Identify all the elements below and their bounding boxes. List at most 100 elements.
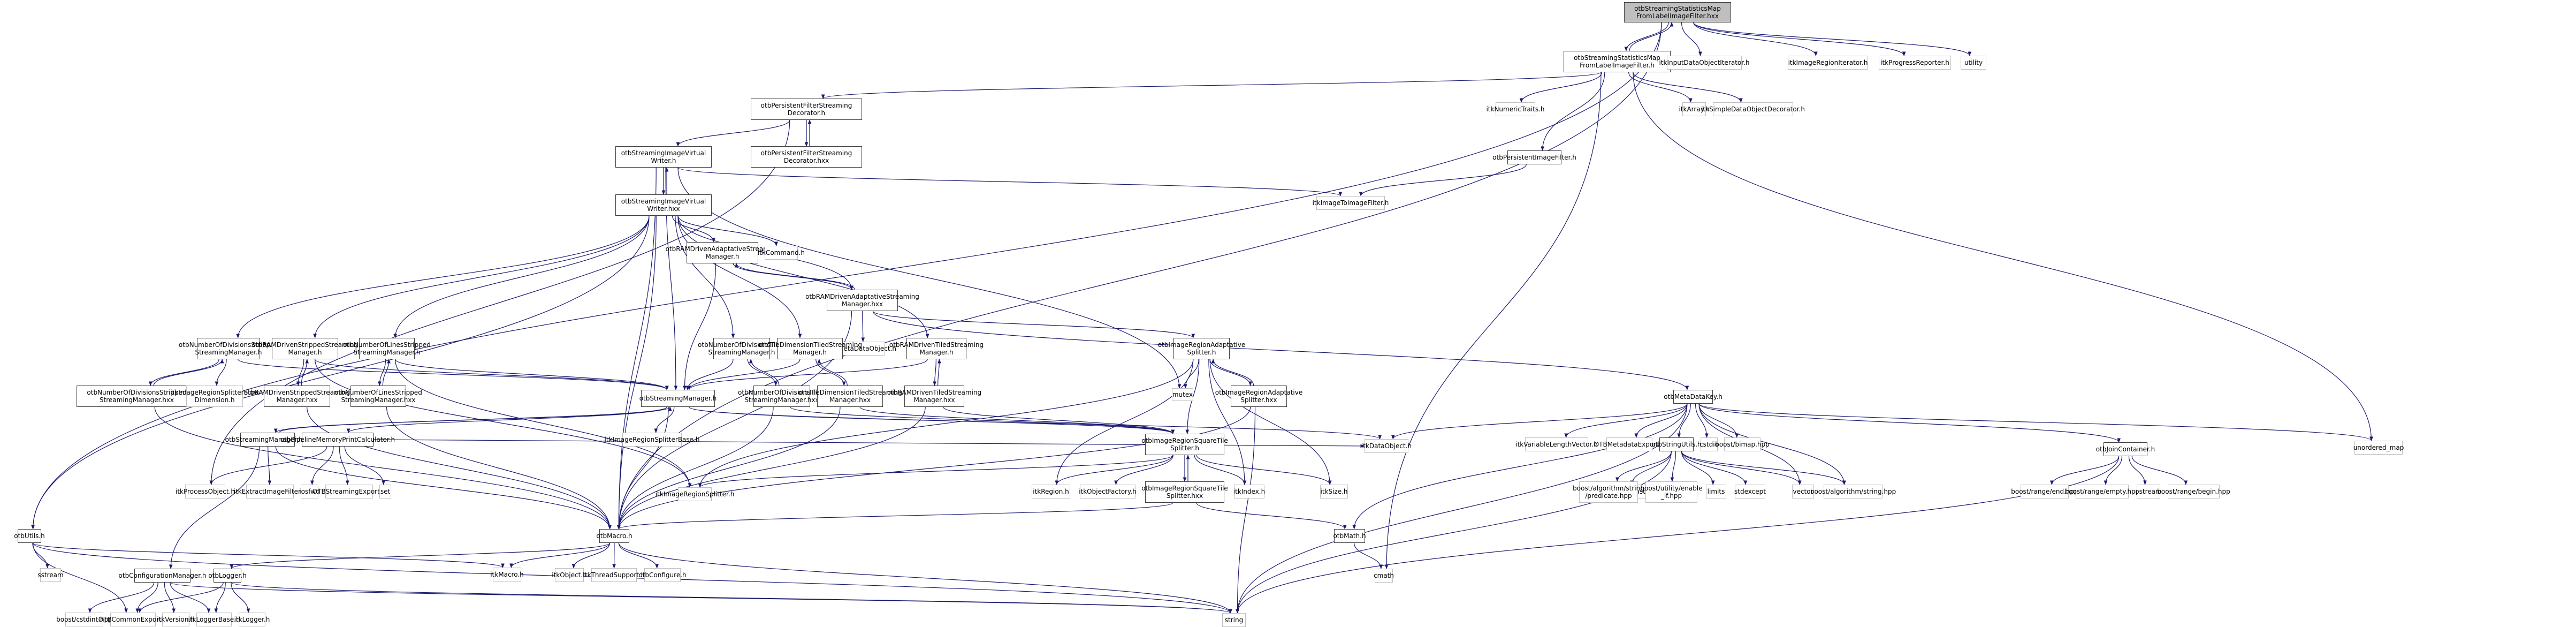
node-root[interactable]: otbStreamingStatisticsMap FromLabelImage… — [1624, 2, 1731, 22]
node-tdthxx[interactable]: otbTileDimensionTiledStreaming Manager.h… — [817, 386, 883, 407]
node-smh[interactable]: otbStreamingManager.h — [641, 390, 715, 407]
node-itkindex: itkIndex.h — [1234, 485, 1264, 498]
edge-siwh-to-img2img — [678, 168, 1340, 196]
edge-ndth-to-smh — [688, 359, 733, 390]
node-nlshxx[interactable]: otbNumberOfLinesStripped StreamingManage… — [350, 386, 406, 407]
node-rangeend: boost/range/end.hpp — [2021, 485, 2069, 498]
node-ramshxx[interactable]: otbRAMDrivenStrippedStreaming Manager.hx… — [264, 386, 330, 407]
node-tdth[interactable]: otbTileDimensionTiledStreaming Manager.h — [777, 338, 843, 359]
edge-ndsh-to-ndshxx — [150, 359, 219, 386]
edge-smh-to-pmpc — [348, 407, 667, 433]
edge-otblogger-to-itklogger — [231, 583, 248, 613]
edge-nlsh-to-nlshxx — [379, 359, 385, 386]
node-inputit: itkInputDataObjectIterator.h — [1667, 56, 1742, 70]
edge-joincont-to-ostream — [2129, 456, 2145, 485]
node-otbmath[interactable]: otbMath.h — [1334, 529, 1365, 543]
edge-smhxx-to-smh — [279, 407, 670, 433]
edge-pmpc-to-procobj — [211, 447, 327, 485]
edge-confmgr-to-itkversion — [164, 583, 174, 613]
node-varlen: itkVariableLengthVector.h — [1525, 437, 1588, 451]
node-otbmacro[interactable]: otbMacro.h — [599, 529, 629, 543]
edge-confmgr-to-loggerbase — [170, 583, 209, 613]
edge-siwhxx-to-itkcmd — [678, 216, 776, 246]
node-dataobj: itkDataObject.h — [1365, 439, 1408, 453]
node-ramth[interactable]: otbRAMDrivenTiledStreaming Manager.h — [906, 338, 966, 359]
node-itkobject: itkObject.h — [555, 568, 584, 582]
node-itkmacro: itkMacro.h — [493, 568, 521, 581]
node-bimap: boost/bimap.hpp — [1724, 437, 1760, 451]
node-irsth[interactable]: otbImageRegionSquareTile Splitter.h — [1145, 434, 1224, 455]
node-ramadhxx[interactable]: otbRAMDrivenAdaptativeStreaming Manager.… — [827, 290, 898, 311]
node-pfsdhxx[interactable]: otbPersistentFilterStreaming Decorator.h… — [751, 146, 862, 168]
edge-siwhxx-to-otbutils — [33, 216, 649, 529]
node-itksize: itkSize.h — [1320, 485, 1348, 498]
edge-tdthxx-to-irsth — [860, 407, 1173, 434]
edge-otbmath-to-cmath — [1354, 543, 1381, 569]
node-img2img: itkImageToImageFilter.h — [1316, 196, 1385, 210]
node-ramsh[interactable]: otbRAMDrivenStrippedStreaming Manager.h — [272, 338, 338, 359]
edge-pfsdh-to-procobj — [211, 120, 790, 485]
node-confmgr[interactable]: otbConfigurationManager.h — [134, 569, 190, 583]
edge-nlsh-to-smh — [395, 359, 667, 390]
node-mdk[interactable]: otbMetaDataKey.h — [1673, 390, 1713, 404]
node-nlsh[interactable]: otbNumberOfLinesStripped StreamingManage… — [359, 338, 415, 359]
node-progrep: itkProgressReporter.h — [1879, 56, 1951, 70]
edge-persimg-to-img2img — [1361, 164, 1526, 196]
node-algstring: boost/algorithm/string.hpp — [1824, 485, 1883, 498]
edge-otblogger-to-string — [232, 583, 1231, 613]
node-otbutils[interactable]: otbUtils.h — [18, 529, 41, 543]
node-objfact: itkObjectFactory.h — [1080, 485, 1135, 498]
node-ssmh[interactable]: otbStreamingStatisticsMap FromLabelImage… — [1564, 51, 1671, 72]
edge-irsth-to-itksize — [1196, 455, 1330, 485]
edge-ramadhxx-to-iras — [873, 311, 1193, 338]
node-ramadh[interactable]: otbRAMDrivenAdaptativeStreaming Manager.… — [687, 242, 758, 263]
node-strutils[interactable]: otbStringUtils.h — [1659, 437, 1694, 451]
node-joincont[interactable]: otbJoinContainer.h — [2104, 442, 2147, 456]
edge-ramsh-to-ramshxx — [298, 359, 304, 386]
edge-ndshxx-to-ndsh — [154, 359, 222, 386]
edge-ramthxx-to-otbmacro — [619, 407, 925, 529]
edge-irashxx-to-otbmacro — [619, 407, 1250, 529]
node-ndsh[interactable]: otbNumberOfDivisionsStripped StreamingMa… — [197, 338, 260, 359]
node-itklogger: itkLogger.h — [239, 613, 265, 626]
edge-mdk-to-strutils — [1679, 404, 1691, 437]
node-sstream: sstream — [40, 568, 61, 582]
node-utility: utility — [1961, 56, 1986, 70]
node-siwhxx[interactable]: otbStreamingImageVirtual Writer.hxx — [615, 194, 712, 216]
node-persimg[interactable]: otbPersistentImageFilter.h — [1507, 150, 1561, 164]
edge-siwh-to-otbmacro — [619, 168, 656, 529]
edge-otbmacro-to-itkmacro — [511, 543, 609, 568]
node-irashxx[interactable]: otbImageRegionAdaptative Splitter.hxx — [1231, 386, 1287, 407]
node-otbmdexp: OTBMetadataExport.h — [1606, 437, 1652, 451]
node-pmpc[interactable]: otbPipelineMemoryPrintCalculator.h — [302, 433, 374, 447]
node-extract: itkExtractImageFilter.h — [246, 485, 294, 498]
edge-smhxx-to-confmgr — [171, 447, 259, 569]
node-stdexcept: stdexcept — [1735, 485, 1765, 498]
edge-irsth-to-objfact — [1116, 455, 1173, 485]
node-unordmap: unordered_map — [2354, 441, 2403, 455]
node-ramthxx[interactable]: otbRAMDrivenTiledStreaming Manager.hxx — [904, 386, 964, 407]
node-otbconfigure: otbConfigure.h — [644, 568, 681, 582]
edge-strutils-to-string — [1238, 451, 1672, 613]
node-string: string — [1222, 613, 1246, 627]
edge-otbutils-to-sstream — [33, 543, 48, 568]
edge-ramshxx-to-otbmacro — [307, 407, 610, 529]
node-pfsdh[interactable]: otbPersistentFilterStreaming Decorator.h — [751, 99, 862, 120]
node-irsthxx[interactable]: otbImageRegionSquareTile Splitter.hxx — [1145, 481, 1224, 503]
node-set: set — [379, 485, 391, 498]
edge-ssmh-to-cmath — [1386, 72, 1601, 569]
node-otblogger[interactable]: otbLogger.h — [214, 569, 241, 583]
edge-ndshxx-to-otbmacro — [155, 407, 609, 529]
edge-iras-to-imgsplit — [700, 359, 1193, 487]
node-cstdint: boost/cstdint.hpp — [65, 613, 103, 626]
edge-nlsh-to-imgsplit — [395, 359, 690, 487]
edge-ssmh-to-root — [1629, 22, 1672, 51]
node-siwh[interactable]: otbStreamingImageVirtual Writer.h — [615, 146, 712, 168]
edge-ndsh-to-splitslow — [217, 359, 226, 386]
edge-mdk-to-string — [1238, 404, 1687, 613]
edge-confmgr-to-cstdint — [90, 583, 154, 613]
node-iras[interactable]: otbImageRegionAdaptative Splitter.h — [1173, 338, 1230, 359]
edge-smh-to-dataobj — [689, 407, 1380, 439]
node-simpledo: itkSimpleDataObjectDecorator.h — [1713, 102, 1793, 116]
